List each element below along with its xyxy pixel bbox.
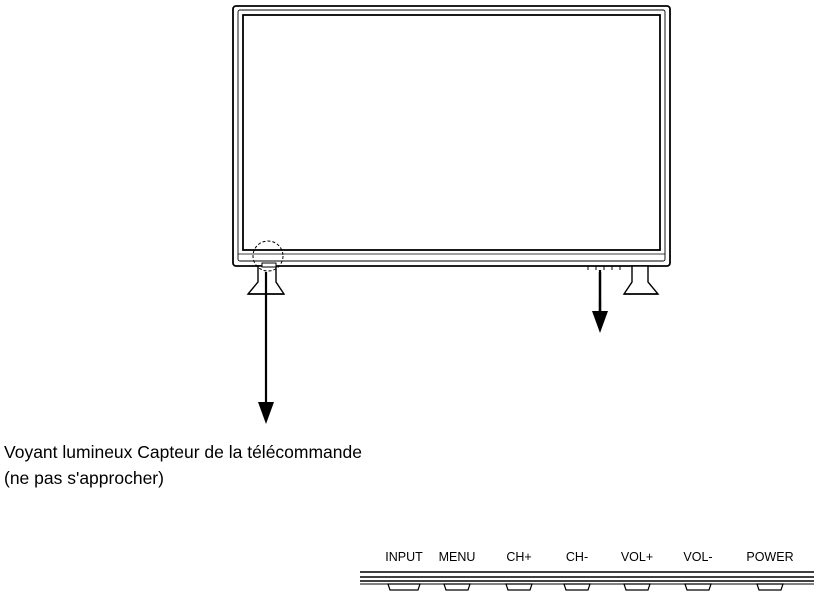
button-label-vol-plus: VOL+ <box>621 550 653 564</box>
physical-buttons <box>387 583 784 591</box>
button-power[interactable] <box>756 583 784 591</box>
button-label-input: INPUT <box>385 550 423 564</box>
button-menu[interactable] <box>443 583 471 591</box>
button-ch-plus[interactable] <box>505 583 533 591</box>
arrow-head-icon <box>592 311 608 333</box>
button-label-vol-minus: VOL- <box>683 550 712 564</box>
tv-button-ticks <box>587 266 621 270</box>
tv-screen <box>242 14 661 251</box>
buttons-arrow <box>592 270 608 333</box>
button-label-ch-plus: CH+ <box>506 550 531 564</box>
button-panel <box>360 571 814 585</box>
sensor-window <box>261 262 277 268</box>
remote-sensor <box>252 240 284 272</box>
button-vol-plus[interactable] <box>623 583 651 591</box>
arrow-head-icon <box>258 402 274 424</box>
sensor-label-line1: Voyant lumineux Capteur de la télécomman… <box>4 442 362 462</box>
button-labels: INPUT MENU CH+ CH- VOL+ VOL- POWER <box>385 550 793 564</box>
sensor-highlight-circle <box>252 240 284 272</box>
tv-bezel-inner <box>237 9 666 262</box>
button-label-power: POWER <box>746 550 793 564</box>
tv-outer-frame <box>232 5 671 267</box>
sensor-label-line2: (ne pas s'approcher) <box>4 468 164 488</box>
right-stand <box>622 265 660 295</box>
sensor-arrow <box>258 272 274 424</box>
button-input[interactable] <box>387 583 421 591</box>
tv-set <box>232 5 671 267</box>
button-vol-minus[interactable] <box>684 583 712 591</box>
button-ch-minus[interactable] <box>563 583 591 591</box>
button-label-ch-minus: CH- <box>566 550 588 564</box>
button-label-menu: MENU <box>439 550 476 564</box>
